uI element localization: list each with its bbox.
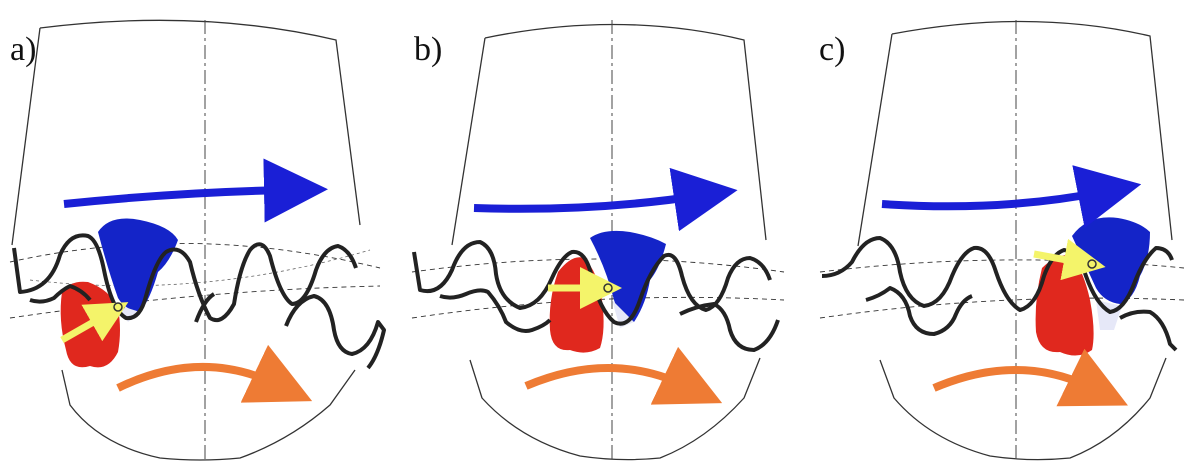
panel-a xyxy=(9,19,386,462)
upper-gear-teeth xyxy=(821,236,1174,314)
contact-point xyxy=(1087,259,1097,269)
pitch-circle-upper xyxy=(9,242,381,269)
panel-label-a: a) xyxy=(10,31,37,68)
driving-tooth-blue xyxy=(98,218,178,312)
driven-tooth-red xyxy=(549,257,604,353)
upper-gear-body-outline xyxy=(451,23,767,246)
upper-gear-body-outline xyxy=(857,20,1173,247)
upper-gear-body-outline xyxy=(11,19,361,246)
lower-gear-teeth xyxy=(439,288,780,352)
upper-gear-teeth xyxy=(12,233,358,323)
upper-rotation-arrow xyxy=(63,158,328,223)
contact-point xyxy=(113,302,123,312)
lower-rotation-arrow xyxy=(932,348,1128,407)
upper-rotation-arrow xyxy=(881,165,1142,229)
lower-gear-body-outline xyxy=(61,369,356,461)
lower-rotation-arrow xyxy=(116,344,313,403)
panel-label-b: b) xyxy=(414,31,443,68)
pitch-circle-upper xyxy=(411,258,785,273)
panel-c xyxy=(819,20,1184,462)
pitch-circle-lower xyxy=(819,297,1184,319)
panel-label-c: c) xyxy=(819,31,846,68)
upper-rotation-arrow xyxy=(473,167,738,232)
driven-tooth-red xyxy=(1035,255,1094,356)
contact-point xyxy=(603,283,613,293)
contact-force-arrow xyxy=(60,302,129,344)
panel-b xyxy=(411,20,785,462)
lower-gear-teeth xyxy=(865,286,1178,352)
lower-rotation-arrow xyxy=(524,346,723,405)
driving-tooth-blue xyxy=(590,230,666,322)
addendum-circle xyxy=(29,249,371,287)
contact-force-arrow xyxy=(1033,238,1106,281)
lower-gear-body-outline xyxy=(879,357,1167,461)
lower-gear-body-outline xyxy=(469,357,761,461)
